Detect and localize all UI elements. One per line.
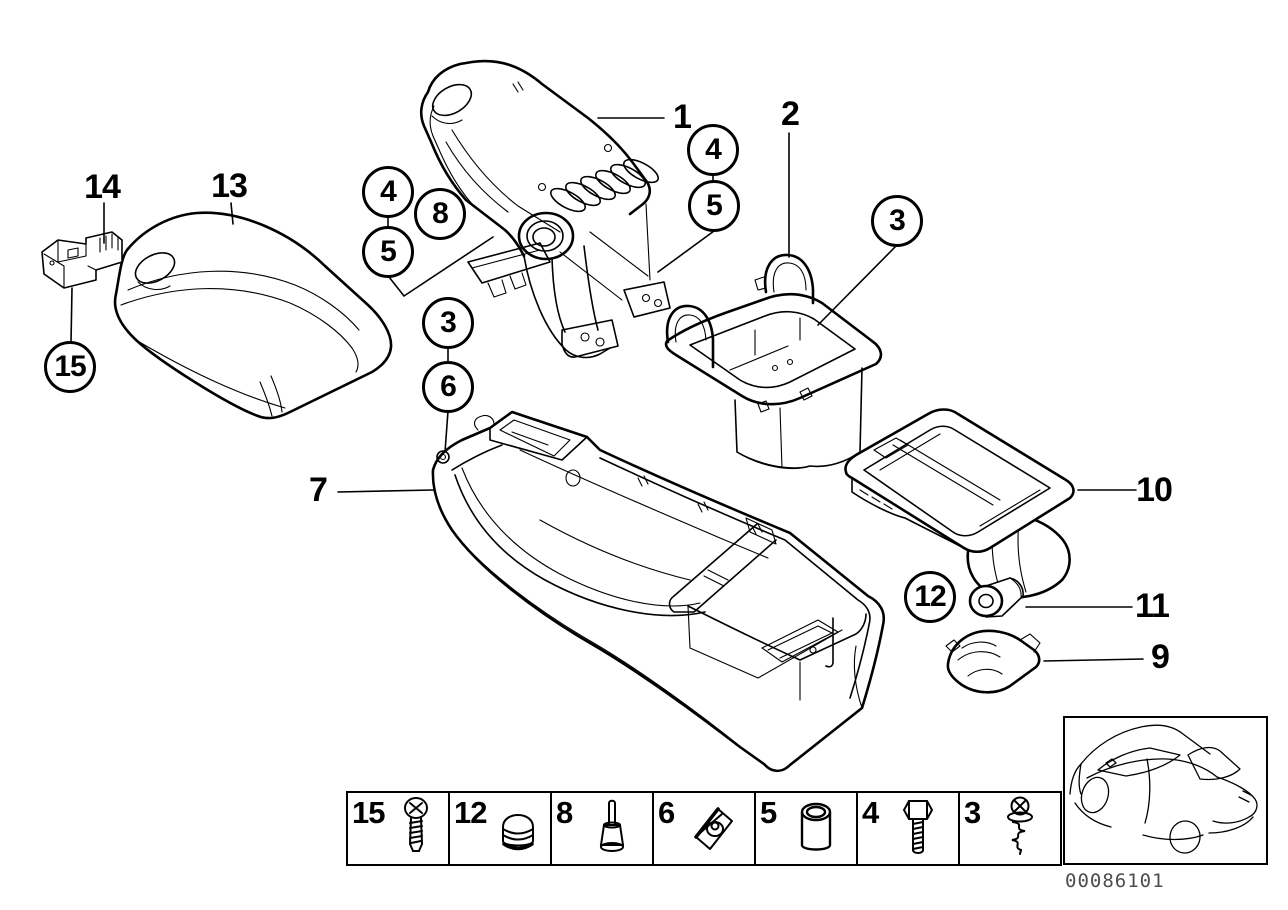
spacer-sleeve-icon [780,795,852,862]
legend-cell-15[interactable]: 15 [348,793,450,864]
legend-cell-3[interactable]: 3 [960,793,1060,864]
legend-label-3: 3 [964,795,981,830]
fastener-legend-table: 15 12 8 [346,791,1062,866]
storage-box-drawing [666,255,881,468]
callout-4-left[interactable]: 4 [362,166,414,218]
callout-4-right[interactable]: 4 [687,124,739,176]
callout-5-left[interactable]: 5 [362,226,414,278]
callout-12[interactable]: 12 [904,571,956,623]
callout-3-left[interactable]: 3 [422,297,474,349]
callout-14[interactable]: 14 [84,168,121,206]
console-body-drawing [433,412,884,771]
clip-nut-icon [678,795,750,862]
callout-8[interactable]: 8 [414,188,466,240]
armrest-lid-drawing [115,213,391,418]
hex-bolt-icon [882,795,954,862]
latch-assembly-drawing [42,232,122,288]
callout-3-right[interactable]: 3 [871,195,923,247]
pivot-pin-icon [576,795,648,862]
legend-cell-8[interactable]: 8 [552,793,654,864]
legend-label-6: 6 [658,795,675,830]
callout-10[interactable]: 10 [1136,471,1173,509]
vehicle-thumbnail-box [1063,716,1268,865]
callout-15[interactable]: 15 [44,341,96,393]
armrest-base-drawing [421,61,670,357]
legend-label-15: 15 [352,795,385,830]
legend-label-8: 8 [556,795,573,830]
callout-9[interactable]: 9 [1151,638,1170,676]
legend-cell-5[interactable]: 5 [756,793,858,864]
phillips-screw-icon [388,795,444,862]
leader-lines [71,118,1143,661]
callout-13[interactable]: 13 [211,167,248,205]
saddle-bracket-drawing [946,631,1040,692]
legend-cell-4[interactable]: 4 [858,793,960,864]
callout-6[interactable]: 6 [422,361,474,413]
screw-washer-icon [984,795,1056,862]
callout-11[interactable]: 11 [1135,587,1170,625]
legend-label-5: 5 [760,795,777,830]
diagram-image-number: 00086101 [1065,870,1165,892]
tray-insert-drawing [845,410,1073,552]
legend-label-4: 4 [862,795,879,830]
callout-7[interactable]: 7 [309,471,328,509]
car-rear-three-quarter-icon [1065,718,1266,863]
callout-5-right[interactable]: 5 [688,180,740,232]
legend-cell-6[interactable]: 6 [654,793,756,864]
legend-label-12: 12 [454,795,487,830]
roller-drawing [970,578,1023,617]
legend-cell-12[interactable]: 12 [450,793,552,864]
callout-2[interactable]: 2 [781,95,800,133]
callout-1[interactable]: 1 [673,98,692,136]
plug-cap-icon [490,795,546,862]
